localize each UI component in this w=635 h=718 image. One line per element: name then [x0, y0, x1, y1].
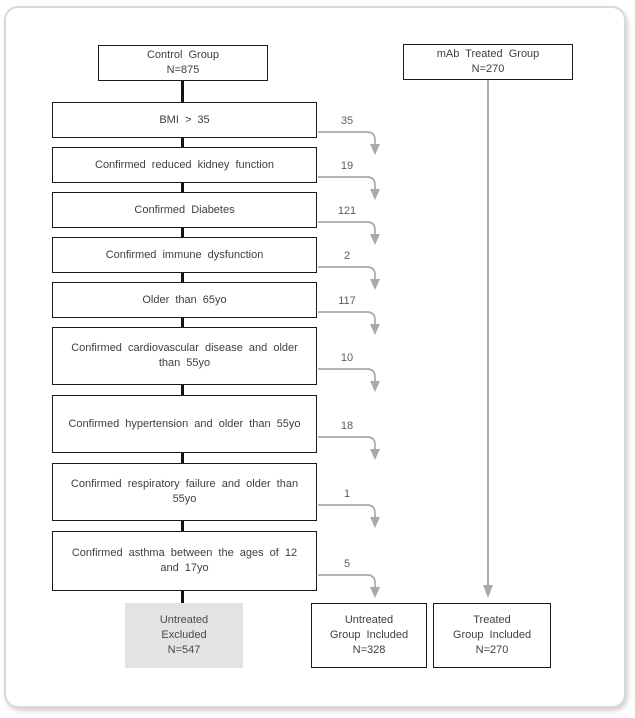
excluded-arrow-icon: 35 — [318, 115, 380, 155]
excluded-n: N=547 — [167, 643, 201, 656]
control-group-box: Control Group N=875 — [98, 45, 268, 81]
arrow-head — [370, 279, 380, 290]
arrow-curve — [318, 436, 376, 450]
exclusion-label: BMI > 35 — [159, 113, 210, 126]
excluded-arrow-icon: 117 — [318, 295, 380, 335]
excluded-count: 35 — [341, 115, 353, 127]
exclusion-label: Confirmed hypertension and older than 55… — [68, 417, 301, 430]
treated-included-n: N=270 — [475, 643, 509, 656]
excluded-arrow-icon: 121 — [318, 205, 380, 245]
excluded-line1: Untreated — [159, 614, 209, 627]
exclusion-label: Confirmed immune dysfunction — [105, 248, 264, 261]
exclusion-box-hypertension: Confirmed hypertension and older than 55… — [52, 395, 317, 453]
control-group-n: N=875 — [166, 64, 200, 76]
excluded-count: 19 — [341, 160, 353, 172]
untreated-included-n: N=328 — [352, 643, 386, 656]
arrow-head — [370, 324, 380, 335]
arrow-curve — [318, 311, 376, 325]
exclusion-box-cardio: Confirmed cardiovascular disease and old… — [52, 327, 317, 385]
exclusion-box-kidney: Confirmed reduced kidney function — [52, 147, 317, 183]
treated-included-line1: Treated — [473, 614, 511, 627]
connector-line — [181, 137, 184, 148]
arrow-curve — [318, 368, 376, 382]
exclusion-label: Older than 65yo — [142, 293, 227, 306]
excluded-count: 121 — [338, 205, 356, 217]
excluded-count: 117 — [338, 295, 356, 307]
arrow-curve — [318, 176, 376, 190]
connector-line — [181, 452, 184, 464]
arrow-curve — [318, 266, 376, 280]
connector-line — [181, 384, 184, 396]
arrow-head — [370, 144, 380, 155]
arrow-head — [370, 381, 380, 392]
connector-line — [181, 80, 184, 103]
excluded-arrow-icon: 19 — [318, 160, 380, 200]
arrow-head — [370, 517, 380, 528]
exclusion-label: Confirmed Diabetes — [134, 203, 235, 216]
mab-group-title: mAb Treated Group — [436, 48, 540, 61]
exclusion-box-age65: Older than 65yo — [52, 282, 317, 318]
excluded-arrow-icon: 1 — [318, 488, 380, 528]
excluded-arrow-icon: 2 — [318, 250, 380, 290]
control-group-title: Control Group — [146, 49, 220, 62]
untreated-included-box: Untreated Group Included N=328 — [311, 603, 427, 668]
excluded-count: 1 — [344, 488, 350, 500]
exclusion-box-asthma: Confirmed asthma between the ages of 12 … — [52, 531, 317, 591]
untreated-included-line1: Untreated — [344, 614, 394, 627]
exclusion-box-bmi: BMI > 35 — [52, 102, 317, 138]
exclusion-label: Confirmed asthma between the ages of 12 … — [71, 547, 298, 574]
arrow-curve — [318, 574, 376, 588]
connector-line — [181, 590, 184, 604]
arrow-head — [370, 189, 380, 200]
connector-line — [181, 227, 184, 238]
exclusion-box-respiratory: Confirmed respiratory failure and older … — [52, 463, 317, 521]
excluded-arrow-icon: 10 — [318, 352, 380, 392]
excluded-arrow-icon: 18 — [318, 420, 380, 460]
arrow-head — [370, 234, 380, 245]
mab-treated-group-box: mAb Treated Group N=270 — [403, 44, 573, 80]
connector-line — [181, 272, 184, 283]
treated-included-box: Treated Group Included N=270 — [433, 603, 551, 668]
arrow-head — [483, 585, 493, 598]
exclusion-label: Confirmed reduced kidney function — [95, 158, 274, 171]
treated-included-line2: Group Included — [452, 629, 532, 642]
excluded-count: 2 — [344, 250, 350, 262]
excluded-count: 18 — [341, 420, 353, 432]
exclusion-label: Confirmed respiratory failure and older … — [70, 478, 299, 505]
excluded-count: 5 — [344, 558, 350, 570]
connector-line — [181, 182, 184, 193]
arrow-curve — [318, 504, 376, 518]
excluded-count: 10 — [341, 352, 353, 364]
arrow-curve — [318, 131, 376, 145]
exclusion-box-diabetes: Confirmed Diabetes — [52, 192, 317, 228]
untreated-excluded-box: Untreated Excluded N=547 — [125, 603, 243, 668]
mab-group-n: N=270 — [471, 63, 505, 75]
connector-line — [181, 317, 184, 328]
arrow-head — [370, 449, 380, 460]
exclusion-box-immune: Confirmed immune dysfunction — [52, 237, 317, 273]
excluded-line2: Excluded — [161, 629, 207, 642]
connector-line — [181, 520, 184, 532]
arrow-curve — [318, 221, 376, 235]
excluded-arrow-icon: 5 — [318, 558, 380, 598]
treated-flow-arrow-icon — [483, 80, 493, 598]
exclusion-label: Confirmed cardiovascular disease and old… — [71, 342, 298, 369]
untreated-included-line2: Group Included — [329, 629, 409, 642]
arrow-head — [370, 587, 380, 598]
